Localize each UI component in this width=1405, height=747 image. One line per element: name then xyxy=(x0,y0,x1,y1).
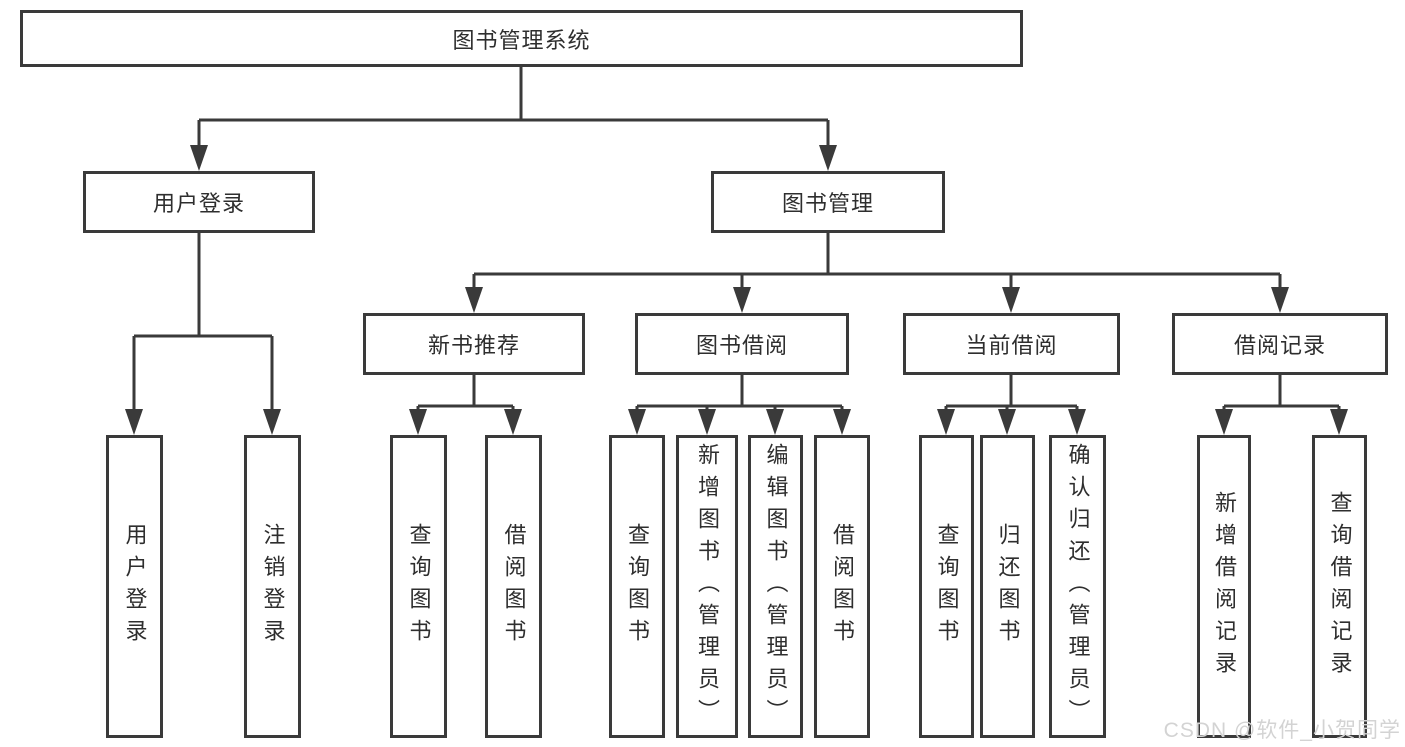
node-label: 查询借阅记录 xyxy=(1327,490,1353,683)
node-label: 新增借阅记录 xyxy=(1212,490,1237,683)
node-borrow-books-recommend: 借阅图书 xyxy=(485,435,542,738)
node-label: 图书借阅 xyxy=(695,333,788,358)
node-logout: 注销登录 xyxy=(244,435,301,738)
node-add-borrow-record: 新增借阅记录 xyxy=(1197,435,1251,738)
node-label: 归还图书 xyxy=(995,522,1021,651)
node-label: 编辑图书（管理员） xyxy=(763,442,789,731)
node-user-login-branch: 用户登录 xyxy=(83,171,315,233)
node-label: 用户登录 xyxy=(122,522,148,651)
node-label: 图书管理系统 xyxy=(452,27,591,53)
node-label: 查询图书 xyxy=(934,522,960,651)
node-label: 确认归还（管理员） xyxy=(1065,442,1091,731)
node-label: 新增图书（管理员） xyxy=(695,442,720,731)
node-book-borrow: 图书借阅 xyxy=(635,313,849,375)
node-label: 借阅记录 xyxy=(1233,333,1326,358)
node-label: 用户登录 xyxy=(152,191,245,216)
node-borrow-books-leaf: 借阅图书 xyxy=(814,435,870,738)
node-current-borrow: 当前借阅 xyxy=(903,313,1120,375)
node-return-book: 归还图书 xyxy=(980,435,1035,738)
node-label: 当前借阅 xyxy=(965,333,1058,358)
node-label: 查询图书 xyxy=(625,522,650,651)
node-label: 借阅图书 xyxy=(830,522,855,651)
node-query-books-current: 查询图书 xyxy=(919,435,974,738)
node-book-management-branch: 图书管理 xyxy=(711,171,945,233)
node-edit-book-admin: 编辑图书（管理员） xyxy=(748,435,803,738)
node-library-management-system: 图书管理系统 xyxy=(20,10,1023,67)
node-query-books-recommend: 查询图书 xyxy=(390,435,447,738)
node-query-borrow-record: 查询借阅记录 xyxy=(1312,435,1367,738)
node-user-login-leaf: 用户登录 xyxy=(106,435,163,738)
node-confirm-return-admin: 确认归还（管理员） xyxy=(1049,435,1106,738)
node-label: 新书推荐 xyxy=(427,333,520,358)
node-label: 图书管理 xyxy=(781,191,874,216)
node-add-book-admin: 新增图书（管理员） xyxy=(676,435,738,738)
node-query-books-borrow: 查询图书 xyxy=(609,435,665,738)
node-borrow-record: 借阅记录 xyxy=(1172,313,1388,375)
node-label: 注销登录 xyxy=(260,522,286,651)
node-new-book-recommend: 新书推荐 xyxy=(363,313,585,375)
watermark: CSDN @软件_小贺同学 xyxy=(1163,719,1401,742)
node-label: 借阅图书 xyxy=(501,522,527,651)
node-label: 查询图书 xyxy=(406,522,432,651)
